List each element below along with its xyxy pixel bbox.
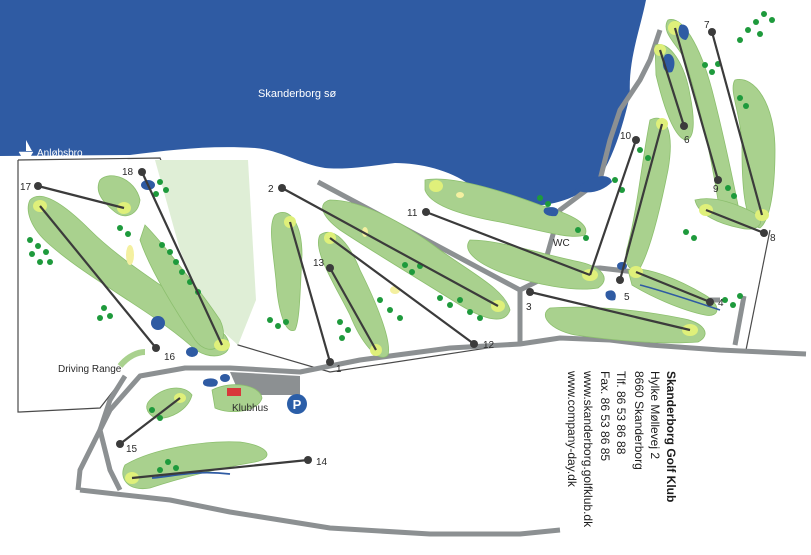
club-info: Skanderborg Golf Klub Hylke Møllevej 2 8… xyxy=(565,370,678,528)
south-road xyxy=(79,487,561,537)
club-city: 8660 Skanderborg xyxy=(632,371,646,470)
hole-11-label: 11 xyxy=(407,208,418,219)
hole-4-label: 4 xyxy=(718,298,724,309)
wc-label: WC xyxy=(553,238,570,249)
lake xyxy=(0,0,646,206)
hole-16-label: 16 xyxy=(164,352,176,363)
driving-range-label: Driving Range xyxy=(58,364,122,375)
creek-east xyxy=(639,284,721,311)
company-day-website[interactable]: www.company-day.dk xyxy=(565,370,579,488)
east-boundary xyxy=(745,229,771,351)
hole-5-label: 5 xyxy=(624,292,630,303)
clubhouse xyxy=(227,388,241,396)
hole-3-label: 3 xyxy=(526,302,532,313)
club-phone: Tlf. 86 53 86 88 xyxy=(614,371,628,455)
hole-8-label: 8 xyxy=(770,233,776,244)
hole-13-label: 13 xyxy=(313,258,325,269)
driving-range-mat xyxy=(117,349,146,368)
hole-2-label: 2 xyxy=(268,184,274,195)
hole-lines xyxy=(37,27,765,480)
west-boundary xyxy=(17,160,126,413)
fairways xyxy=(27,19,776,490)
hole-18-label: 18 xyxy=(122,167,134,178)
hole-12-label: 12 xyxy=(483,340,495,351)
trees xyxy=(27,11,775,473)
hole-10-label: 10 xyxy=(620,131,632,142)
club-address: Hylke Møllevej 2 xyxy=(648,371,662,459)
club-name: Skanderborg Golf Klub xyxy=(664,371,678,502)
hole-7-label: 7 xyxy=(704,20,710,31)
practice-field xyxy=(155,160,256,345)
club-fax: Fax. 86 53 86 85 xyxy=(598,371,612,461)
lake-label: Skanderborg sø xyxy=(258,88,337,100)
parking-icon xyxy=(287,394,307,414)
creek xyxy=(151,471,231,479)
hole-1-label: 1 xyxy=(336,364,342,375)
parking-label: P xyxy=(293,397,302,412)
hole-9-label: 9 xyxy=(713,184,719,195)
ponds xyxy=(141,24,689,387)
inner-road xyxy=(97,374,128,492)
harbour-label: Anløbsbro xyxy=(37,148,83,159)
east-connector-road xyxy=(732,295,747,346)
main-road xyxy=(75,335,807,491)
boat-icon xyxy=(18,140,34,158)
hole-14-label: 14 xyxy=(316,457,328,468)
north-road xyxy=(537,29,663,281)
hole-6-label: 6 xyxy=(684,135,690,146)
hole-15-label: 15 xyxy=(126,444,138,455)
hole-numbers: 1 2 3 4 5 6 7 8 9 10 11 12 13 14 15 16 1… xyxy=(20,20,776,468)
tees xyxy=(34,28,768,464)
clubhouse-label: Klubhus xyxy=(232,403,268,414)
hole-17-label: 17 xyxy=(20,182,32,193)
club-website[interactable]: www.skanderborg.golfklub.dk xyxy=(581,370,595,528)
